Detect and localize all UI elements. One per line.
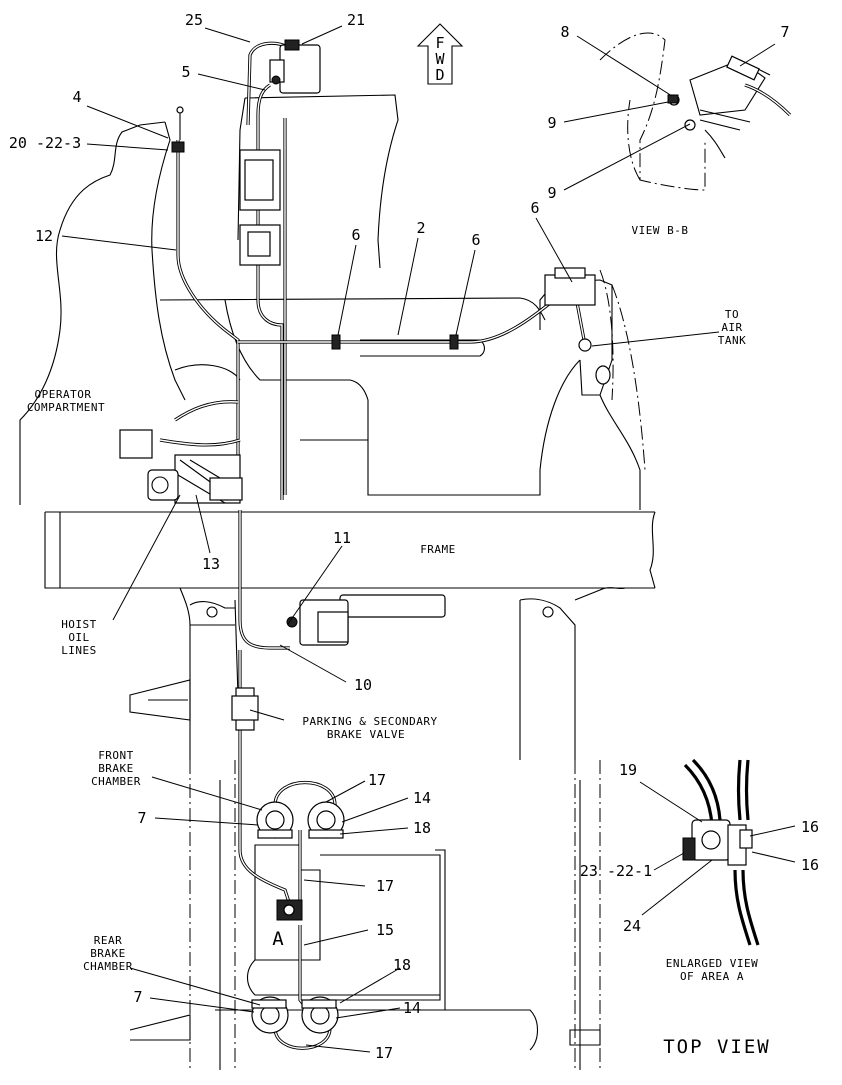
enlarged-view-line2: OF AREA A — [680, 970, 744, 983]
to-air-tank-line1: TO — [725, 308, 739, 321]
callout-20-22-3: 20 -22-3 — [9, 134, 81, 152]
operator-compartment-line1: OPERATOR — [35, 388, 92, 401]
callout-6-right: 6 — [530, 199, 539, 217]
callout-5: 5 — [181, 63, 190, 81]
to-air-tank-line3: TANK — [718, 334, 747, 347]
callout-4: 4 — [72, 88, 81, 106]
callout-7-rear: 7 — [133, 988, 142, 1006]
callout-2: 2 — [416, 219, 425, 237]
view-bb-inset — [599, 32, 792, 191]
callout-16-upper: 16 — [801, 818, 819, 836]
hoist-oil-lines-line3: LINES — [61, 644, 97, 657]
rear-brake-chamber-line3: CHAMBER — [83, 960, 133, 973]
top-view-label: TOP VIEW — [663, 1036, 771, 1058]
callout-25: 25 — [185, 11, 203, 29]
callout-24: 24 — [623, 917, 641, 935]
callout-19: 19 — [619, 761, 637, 779]
frame-label: FRAME — [420, 543, 456, 556]
callout-8: 8 — [560, 23, 569, 41]
machine-structure — [19, 94, 656, 1070]
enlarged-view-line1: ENLARGED VIEW — [666, 957, 759, 970]
callout-18-top: 18 — [413, 819, 431, 837]
components — [119, 39, 611, 1034]
air-lines — [159, 41, 587, 1050]
callout-6-left: 6 — [351, 226, 360, 244]
front-brake-chamber-line1: FRONT — [98, 749, 134, 762]
callout-17-bottom: 17 — [375, 1044, 393, 1062]
callout-6-mid: 6 — [471, 231, 480, 249]
callout-18-bottom: 18 — [393, 956, 411, 974]
hoist-oil-lines-line1: HOIST — [61, 618, 97, 631]
rear-brake-chamber-line1: REAR — [94, 934, 123, 947]
area-a-marker: A — [272, 928, 285, 950]
rear-brake-chamber-line2: BRAKE — [90, 947, 126, 960]
callout-7-front: 7 — [137, 809, 146, 827]
callout-11: 11 — [333, 529, 351, 547]
callout-16-lower: 16 — [801, 856, 819, 874]
fwd-arrow: F W D — [416, 23, 464, 85]
enlarged-view-area-a — [682, 758, 760, 946]
callout-12: 12 — [35, 227, 53, 245]
callout-13: 13 — [202, 555, 220, 573]
parking-brake-valve-line2: BRAKE VALVE — [327, 728, 405, 741]
callout-14-bottom: 14 — [403, 999, 421, 1017]
fwd-letter-w: W — [435, 50, 445, 68]
callout-9-upper: 9 — [547, 114, 556, 132]
leader-lines — [61, 25, 796, 1053]
text-labels: VIEW B-B TO AIR TANK OPERATOR COMPARTMEN… — [27, 224, 771, 1058]
callout-numbers: 25 21 5 4 20 -22-3 12 8 7 9 9 6 2 6 6 13… — [9, 11, 819, 1062]
fwd-letter-f: F — [435, 34, 444, 52]
front-brake-chamber-line3: CHAMBER — [91, 775, 141, 788]
callout-21: 21 — [347, 11, 365, 29]
callout-10: 10 — [354, 676, 372, 694]
hoist-oil-lines-line2: OIL — [68, 631, 89, 644]
front-brake-chamber-line2: BRAKE — [98, 762, 134, 775]
callout-23-22-1: 23 -22-1 — [580, 862, 652, 880]
fwd-letter-d: D — [435, 66, 444, 84]
callout-17-top: 17 — [368, 771, 386, 789]
callout-14-top: 14 — [413, 789, 431, 807]
callout-15: 15 — [376, 921, 394, 939]
callout-7-view-bb: 7 — [780, 23, 789, 41]
operator-compartment-line2: COMPARTMENT — [27, 401, 105, 414]
view-bb-label: VIEW B-B — [632, 224, 689, 237]
callout-9-lower: 9 — [547, 184, 556, 202]
parking-brake-valve-line1: PARKING & SECONDARY — [302, 715, 437, 728]
callout-17-mid: 17 — [376, 877, 394, 895]
to-air-tank-line2: AIR — [721, 321, 742, 334]
